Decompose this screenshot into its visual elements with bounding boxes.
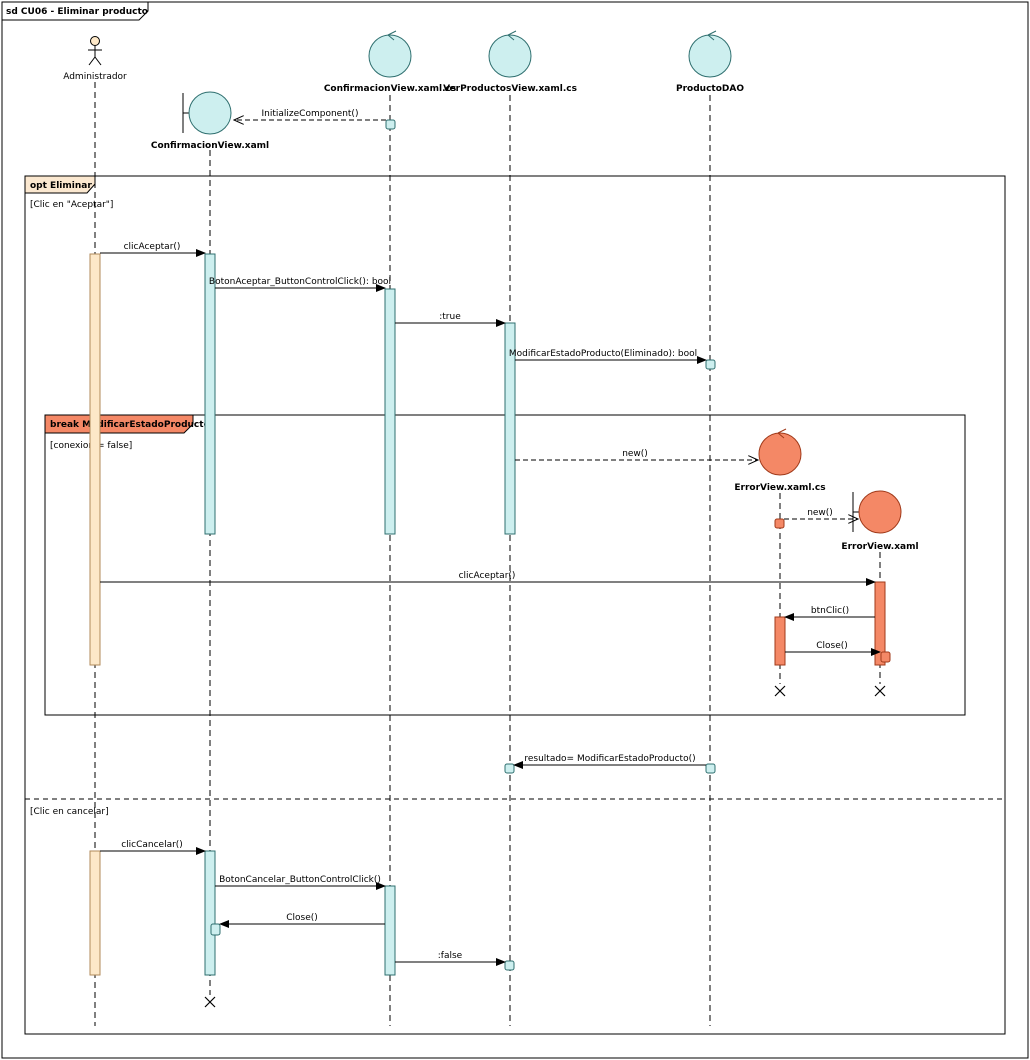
participant-error-cs-label: ErrorView.xaml.cs xyxy=(734,483,825,493)
messages xyxy=(100,120,881,966)
control-icon xyxy=(688,34,732,78)
message-m15-label: :false xyxy=(438,951,463,961)
message-m10-label: Close() xyxy=(816,641,848,651)
message-m02-label: clicAceptar() xyxy=(124,242,181,252)
activation-bar xyxy=(774,518,785,529)
activation-bar xyxy=(504,763,515,774)
participant-confirmacion-cs: ConfirmacionView.xaml.cs xyxy=(324,30,456,94)
participant-producto-dao-label: ProductoDAO xyxy=(676,84,744,94)
frame-title-tab xyxy=(1,1,149,21)
message-labels: InitializeComponent() clicAceptar() Boto… xyxy=(121,109,849,961)
participant-producto-dao: ProductoDAO xyxy=(676,30,744,94)
participant-error-xaml-label: ErrorView.xaml xyxy=(841,542,918,552)
message-m11-label: resultado= ModificarEstadoProducto() xyxy=(524,754,695,764)
destroy-icon xyxy=(774,685,786,697)
activation-bar xyxy=(384,885,396,976)
activation-bar xyxy=(705,359,716,370)
participant-error-xaml: ErrorView.xaml xyxy=(841,490,919,552)
activations xyxy=(89,119,891,976)
control-icon xyxy=(368,34,412,78)
activation-bar xyxy=(504,322,516,535)
activation-bar xyxy=(204,850,216,976)
message-m14-label: Close() xyxy=(286,913,318,923)
participant-administrador-label: Administrador xyxy=(63,72,127,82)
opt-guard-cancelar: [Clic en cancelar] xyxy=(30,807,109,817)
actor-administrador: Administrador xyxy=(63,36,127,82)
boundary-icon xyxy=(858,490,902,534)
boundary-icon xyxy=(188,91,232,135)
control-icon xyxy=(758,432,802,476)
destroy-icon xyxy=(874,685,886,697)
participant-verproductos-cs-label: VerProductosView.xaml.cs xyxy=(443,84,577,94)
message-m07-label: new() xyxy=(807,508,833,518)
message-m03-label: BotonAceptar_ButtonControlClick(): bool xyxy=(209,277,391,287)
opt-fragment-label: opt Eliminar xyxy=(30,181,92,191)
activation-bar xyxy=(384,288,396,535)
activation-bar xyxy=(705,763,716,774)
message-m01-label: InitializeComponent() xyxy=(262,109,359,119)
frame-title: sd CU06 - Eliminar producto xyxy=(6,7,148,17)
activation-bar xyxy=(89,253,101,666)
activation-bar xyxy=(385,119,396,130)
participant-error-cs: ErrorView.xaml.cs xyxy=(734,428,826,493)
opt-fragment-tab xyxy=(24,175,96,194)
activation-bar xyxy=(874,581,886,666)
message-m05-label: ModificarEstadoProducto(Eliminado): bool xyxy=(509,349,697,359)
message-m08-label: clicAceptar() xyxy=(459,571,516,581)
message-m12-label: clicCancelar() xyxy=(121,840,183,850)
control-icon xyxy=(488,34,532,78)
opt-fragment xyxy=(24,175,1006,1035)
activation-bar xyxy=(210,923,221,936)
actor-icon xyxy=(90,36,100,46)
activation-bar xyxy=(774,616,786,666)
message-m06-label: new() xyxy=(622,449,648,459)
opt-guard-aceptar: [Clic en "Aceptar"] xyxy=(30,200,113,210)
activation-bar xyxy=(504,960,515,971)
break-fragment-tab xyxy=(44,414,194,434)
message-m13-label: BotonCancelar_ButtonControlClick() xyxy=(219,875,381,885)
participant-confirmacion-xaml: ConfirmacionView.xaml xyxy=(151,91,269,151)
participant-confirmacion-xaml-label: ConfirmacionView.xaml xyxy=(151,141,269,151)
activation-bar xyxy=(880,651,891,663)
participant-verproductos-cs: VerProductosView.xaml.cs xyxy=(443,30,577,94)
activation-bar xyxy=(204,253,216,535)
message-m09-label: btnClic() xyxy=(811,606,849,616)
destroy-icon xyxy=(204,996,216,1008)
activation-bar xyxy=(89,850,101,976)
message-m04-label: :true xyxy=(439,312,461,322)
destroy-marks xyxy=(204,685,886,1008)
participant-confirmacion-cs-label: ConfirmacionView.xaml.cs xyxy=(324,84,456,94)
break-fragment-label: break ModificarEstadoProducto xyxy=(50,420,210,430)
